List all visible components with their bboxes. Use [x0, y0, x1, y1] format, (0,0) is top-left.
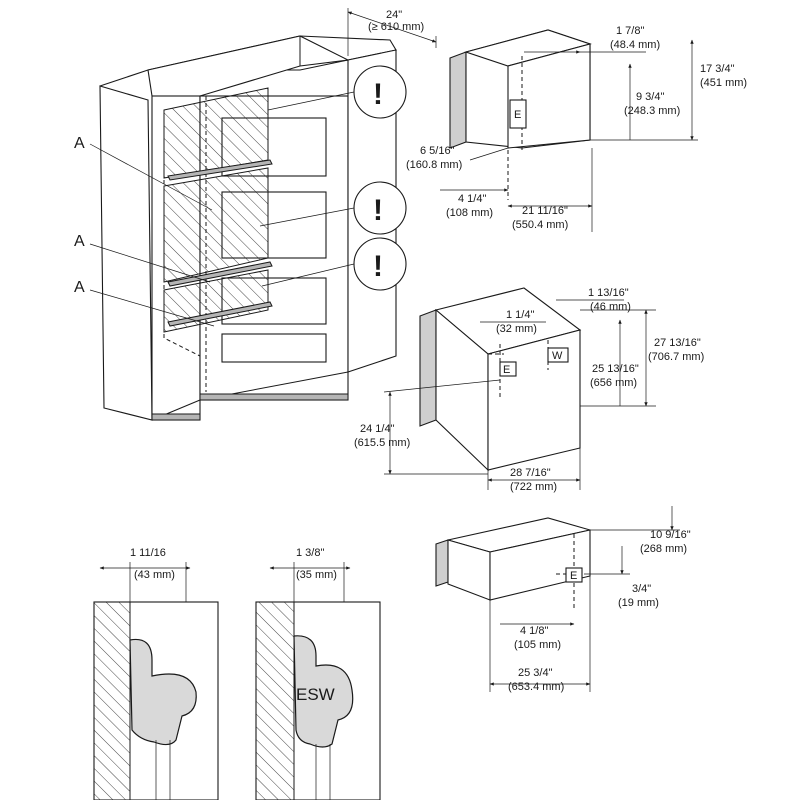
d2-in: 17 3/4": [700, 63, 735, 75]
detail-left-in: 1 11/16: [130, 547, 166, 559]
detail-right-in: 1 3/8": [296, 547, 324, 559]
d1-in: 1 13/16": [588, 287, 629, 299]
d2-in: 1 1/4": [506, 309, 534, 321]
plug-icon: [129, 638, 197, 746]
warning-mark: !: [373, 250, 383, 283]
socket-e-label: E: [570, 570, 577, 582]
d5-mm: (615.5 mm): [354, 437, 410, 449]
depth-in: 24": [386, 9, 402, 21]
warning-mark: !: [373, 78, 383, 111]
d5-in: 24 1/4": [360, 423, 395, 435]
d2-in: 3/4": [632, 583, 651, 595]
d6-in: 21 11/16": [522, 205, 568, 217]
d4-mm: (656 mm): [590, 377, 637, 389]
d1-mm: (48.4 mm): [610, 39, 660, 51]
d1-in: 1 7/8": [616, 25, 644, 37]
d6-mm: (722 mm): [510, 481, 557, 493]
d4-mm: (160.8 mm): [406, 159, 462, 171]
d1-mm: (46 mm): [590, 301, 631, 313]
plug-icon: [293, 635, 354, 748]
depth-mm: (≥ 610 mm): [368, 21, 424, 33]
d2-mm: (451 mm): [700, 77, 747, 89]
d1-mm: (268 mm): [640, 543, 687, 555]
d3-in: 27 13/16": [654, 337, 701, 349]
d2-mm: (19 mm): [618, 597, 659, 609]
detail-left: 1 11/16 (43 mm): [93, 547, 219, 800]
warming-drawer-top: E 1 7/8" (48.4 mm) 17 3/4" (451 mm) 9 3/…: [406, 25, 747, 232]
d6-in: 28 7/16": [510, 467, 551, 479]
socket-e-label: E: [503, 364, 510, 376]
socket-w-label: W: [552, 350, 563, 362]
cabinet-overview: [99, 35, 397, 421]
d3-in: 4 1/8": [520, 625, 548, 637]
oven-unit: E W 1 13/16" (46 mm) 1 1/4" (32 mm) 27 1…: [354, 287, 704, 493]
label-a-2: A: [74, 233, 85, 250]
d3-in: 9 3/4": [636, 91, 664, 103]
detail-right: 1 3/8" (35 mm) ESW: [255, 547, 381, 800]
detail-left-mm: (43 mm): [134, 569, 175, 581]
d1-in: 10 9/16": [650, 529, 691, 541]
hatched-panel: [163, 269, 269, 333]
d5-in: 4 1/4": [458, 193, 486, 205]
d3-mm: (105 mm): [514, 639, 561, 651]
warning-callouts: ! ! !: [259, 65, 407, 291]
label-a-1: A: [74, 135, 85, 152]
d6-mm: (550.4 mm): [512, 219, 568, 231]
warning-mark: !: [373, 194, 383, 227]
d3-mm: (248.3 mm): [624, 105, 680, 117]
label-a-3: A: [74, 279, 85, 296]
d4-in: 25 13/16": [592, 363, 639, 375]
d4-mm: (653.4 mm): [508, 681, 564, 693]
labels-a: A A A: [74, 135, 215, 327]
drawer-bottom: E 10 9/16" (268 mm) 3/4" (19 mm) 4 1/8" …: [435, 506, 691, 693]
d4-in: 6 5/16": [420, 145, 455, 157]
plug-label: ESW: [296, 685, 335, 704]
d3-mm: (706.7 mm): [648, 351, 704, 363]
detail-right-mm: (35 mm): [296, 569, 337, 581]
d5-mm: (108 mm): [446, 207, 493, 219]
depth-dimension: 24" (≥ 610 mm): [347, 8, 437, 56]
d4-in: 25 3/4": [518, 667, 553, 679]
d2-mm: (32 mm): [496, 323, 537, 335]
socket-e-label: E: [514, 109, 521, 121]
